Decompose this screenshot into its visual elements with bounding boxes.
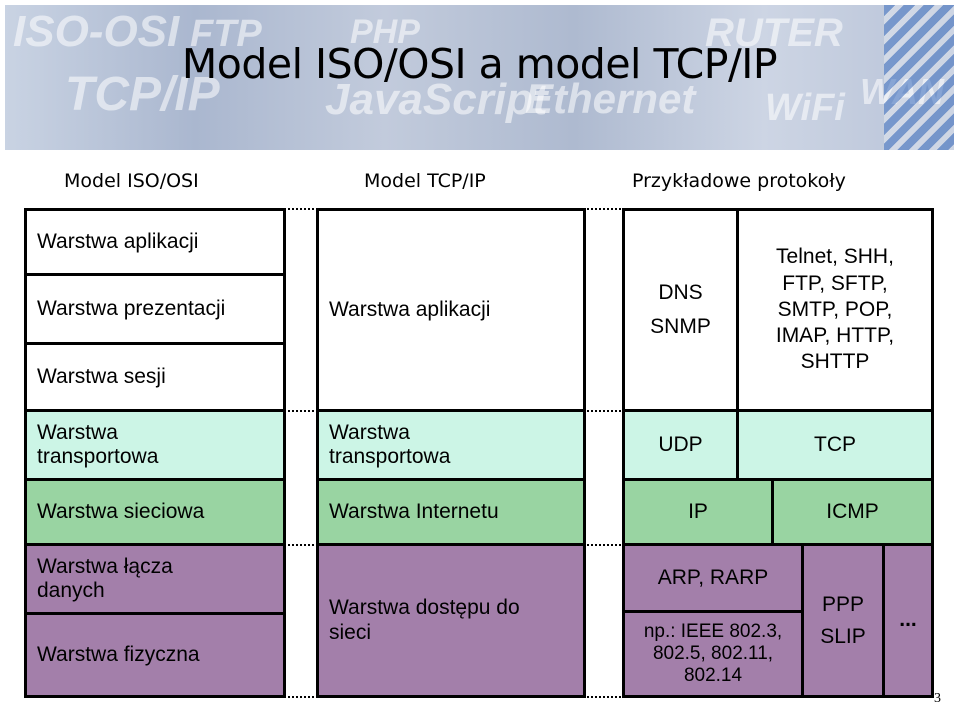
protocol-ellipsis: ... bbox=[882, 543, 934, 698]
osi-network-label: Warstwa sieciowa bbox=[37, 499, 205, 523]
ppp-slip-label: PPP SLIP bbox=[820, 593, 866, 648]
header-iso-osi: Model ISO/OSI bbox=[64, 170, 199, 192]
ellipsis-label: ... bbox=[899, 608, 917, 632]
protocol-tcp: TCP bbox=[736, 409, 934, 481]
protocols-dns-snmp: DNS SNMP bbox=[622, 208, 739, 412]
tcp-label: TCP bbox=[814, 432, 856, 456]
tcpip-network-access-label: Warstwa dostępu do sieci bbox=[329, 596, 520, 644]
dotted-separator bbox=[584, 208, 624, 210]
banner-watermark: ISO-OSI bbox=[13, 7, 180, 56]
protocol-ppp-slip: PPP SLIP bbox=[801, 543, 885, 698]
banner-watermark: RUTER bbox=[705, 11, 843, 55]
tcpip-transport-layer: Warstwa transportowa bbox=[316, 409, 586, 481]
osi-physical-layer: Warstwa fizyczna bbox=[24, 612, 286, 698]
osi-application-label: Warstwa aplikacji bbox=[37, 229, 199, 253]
osi-transport-label: Warstwa transportowa bbox=[37, 420, 159, 468]
ip-label: IP bbox=[688, 499, 708, 523]
protocol-udp: UDP bbox=[622, 409, 739, 481]
protocols-tcp-application: Telnet, SHH, FTP, SFTP, SMTP, POP, IMAP,… bbox=[736, 208, 934, 412]
tcpip-internet-layer: Warstwa Internetu bbox=[316, 478, 586, 546]
osi-network-layer: Warstwa sieciowa bbox=[24, 478, 286, 546]
dotted-separator bbox=[584, 410, 624, 412]
osi-presentation-layer: Warstwa prezentacji bbox=[24, 273, 286, 345]
protocol-ip: IP bbox=[622, 478, 774, 546]
osi-application-layer: Warstwa aplikacji bbox=[24, 208, 286, 276]
udp-label: UDP bbox=[658, 432, 703, 456]
banner-watermark: PHP bbox=[350, 13, 420, 51]
header-protocols: Przykładowe protokoły bbox=[632, 170, 846, 192]
dotted-separator bbox=[584, 544, 624, 546]
header-banner: ISO-OSI FTP PHP RUTER TCP/IP JavaScript … bbox=[5, 5, 954, 150]
tcpip-application-layer: Warstwa aplikacji bbox=[316, 208, 586, 412]
dotted-separator bbox=[284, 696, 318, 698]
dotted-separator bbox=[284, 410, 318, 412]
dotted-separator bbox=[284, 208, 318, 210]
banner-watermark: WiFi bbox=[765, 87, 845, 129]
page-number: 3 bbox=[934, 691, 941, 706]
banner-watermark: TCP/IP bbox=[65, 68, 220, 121]
osi-presentation-label: Warstwa prezentacji bbox=[37, 296, 226, 320]
osi-data-link-layer: Warstwa łącza danych bbox=[24, 543, 286, 615]
tcpip-application-label: Warstwa aplikacji bbox=[329, 297, 491, 321]
slide-title: Model ISO/OSI a model TCP/IP bbox=[181, 40, 778, 88]
dns-snmp-label: DNS SNMP bbox=[650, 281, 711, 338]
osi-physical-label: Warstwa fizyczna bbox=[37, 642, 200, 666]
protocol-icmp: ICMP bbox=[771, 478, 934, 546]
tcpip-internet-label: Warstwa Internetu bbox=[329, 499, 499, 523]
banner-watermark: Ethernet bbox=[525, 75, 696, 122]
banner-watermark: JavaScript bbox=[325, 75, 548, 124]
tcpip-network-access-layer: Warstwa dostępu do sieci bbox=[316, 543, 586, 698]
network-cable-image bbox=[884, 5, 954, 150]
dotted-separator bbox=[284, 544, 318, 546]
osi-data-link-label: Warstwa łącza danych bbox=[37, 554, 173, 602]
icmp-label: ICMP bbox=[826, 499, 879, 523]
osi-session-label: Warstwa sesji bbox=[37, 364, 166, 388]
protocol-arp-rarp: ARP, RARP bbox=[622, 543, 804, 613]
ieee-label: np.: IEEE 802.3, 802.5, 802.11, 802.14 bbox=[643, 621, 783, 686]
header-tcp-ip: Model TCP/IP bbox=[364, 170, 486, 192]
tcpip-transport-label: Warstwa transportowa bbox=[329, 420, 451, 468]
dotted-separator bbox=[584, 696, 624, 698]
arp-rarp-label: ARP, RARP bbox=[657, 565, 769, 589]
osi-session-layer: Warstwa sesji bbox=[24, 342, 286, 412]
tcp-app-protocols-label: Telnet, SHH, FTP, SFTP, SMTP, POP, IMAP,… bbox=[775, 245, 895, 374]
protocol-ieee: np.: IEEE 802.3, 802.5, 802.11, 802.14 bbox=[622, 610, 804, 698]
osi-transport-layer: Warstwa transportowa bbox=[24, 409, 286, 481]
banner-watermark: FTP bbox=[190, 13, 262, 55]
